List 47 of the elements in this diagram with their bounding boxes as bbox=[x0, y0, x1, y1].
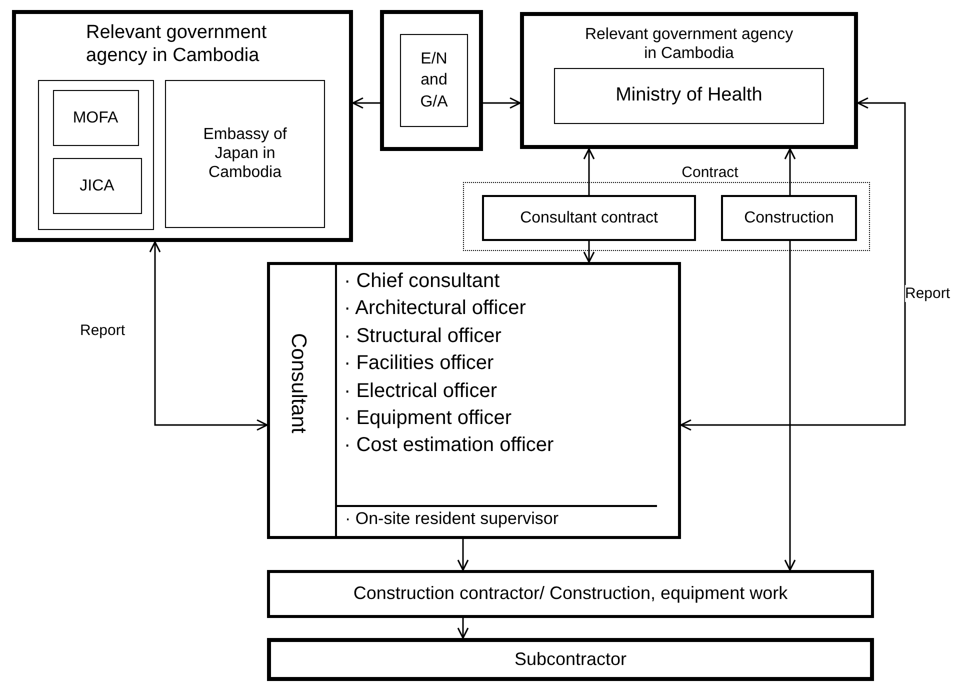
node-label: Relevant government agency in Cambodia bbox=[86, 22, 268, 68]
node-label: Construction bbox=[743, 208, 835, 228]
list-item: · Cost estimation officer bbox=[344, 433, 554, 458]
org-box bbox=[721, 195, 857, 241]
org-box bbox=[482, 195, 696, 241]
list-item: · Structural officer bbox=[344, 324, 502, 348]
edge-label: Report bbox=[905, 285, 950, 302]
arrow bbox=[583, 148, 595, 195]
arrow bbox=[149, 241, 268, 431]
org-box bbox=[520, 12, 858, 149]
list-item: · Chief consultant bbox=[344, 269, 500, 293]
group-box bbox=[38, 80, 154, 230]
vertical-heading: Consultant bbox=[286, 333, 312, 434]
list-item: · Equipment officer bbox=[344, 406, 512, 430]
arrow bbox=[583, 241, 595, 263]
arrow bbox=[784, 241, 796, 571]
node-label: E/N and G/A bbox=[419, 49, 449, 112]
arrow bbox=[680, 97, 906, 431]
node-label: Subcontractor bbox=[513, 648, 628, 670]
org-box bbox=[12, 10, 353, 242]
org-box bbox=[165, 80, 325, 228]
group-box bbox=[380, 10, 483, 151]
arrow bbox=[784, 148, 796, 195]
node-label: Embassy of Japan in Cambodia bbox=[202, 125, 288, 183]
org-box bbox=[267, 262, 681, 539]
arrow bbox=[352, 97, 380, 109]
node-label: Relevant government agency in Cambodia bbox=[584, 25, 794, 64]
org-box bbox=[52, 90, 138, 146]
arrow bbox=[457, 539, 469, 571]
org-box bbox=[400, 34, 468, 127]
node-label: MOFA bbox=[72, 108, 120, 128]
org-box bbox=[267, 570, 874, 618]
node-label: Ministry of Health bbox=[614, 84, 764, 108]
list-item: · Electrical officer bbox=[344, 378, 498, 403]
list-item: · Architectural officer bbox=[344, 296, 526, 320]
node-label: JICA bbox=[78, 176, 116, 196]
org-box bbox=[267, 638, 874, 681]
list-item: · On-site resident supervisor bbox=[345, 509, 559, 530]
arrow bbox=[483, 97, 521, 109]
org-box bbox=[554, 68, 824, 124]
arrow bbox=[457, 618, 469, 639]
group-label: Contract bbox=[680, 164, 740, 182]
list-item: · Facilities officer bbox=[344, 351, 494, 376]
node-label: Construction contractor/ Construction, equipment work bbox=[352, 583, 789, 605]
org-box bbox=[52, 158, 142, 214]
node-label: Consultant contract bbox=[519, 208, 659, 228]
edge-label: Report bbox=[80, 322, 126, 339]
